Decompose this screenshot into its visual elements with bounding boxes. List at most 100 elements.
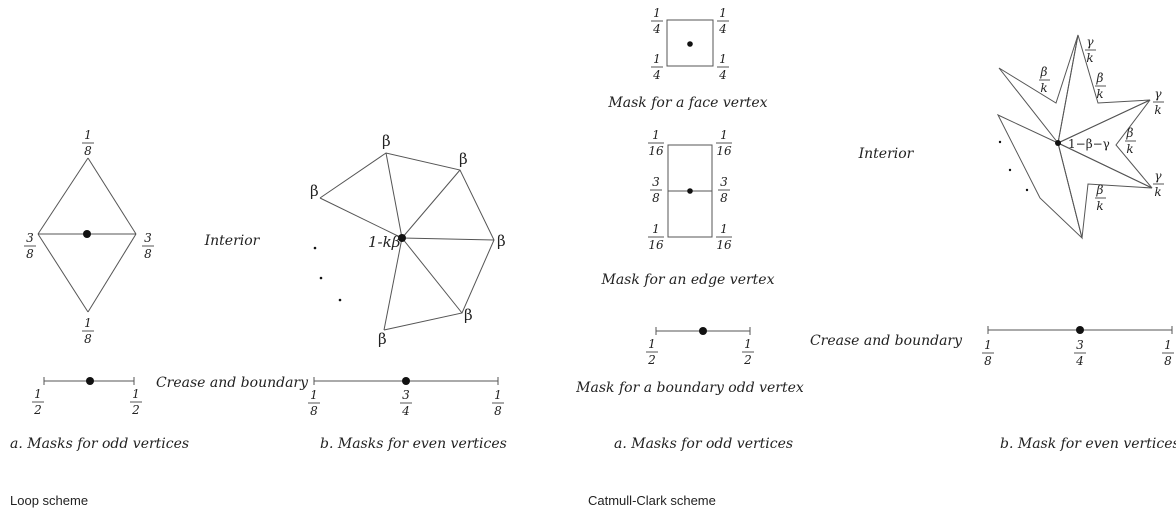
svg-text:1: 1 xyxy=(719,6,727,20)
svg-text:β: β xyxy=(1096,71,1104,85)
beta-over-k-3: β k xyxy=(1125,126,1136,156)
svg-text:8: 8 xyxy=(720,191,728,205)
beta-label: β xyxy=(310,182,319,200)
svg-text:16: 16 xyxy=(716,144,732,158)
svg-text:1: 1 xyxy=(84,316,92,330)
svg-text:8: 8 xyxy=(84,332,92,346)
frac-cc-right-1-8: 1 8 xyxy=(1162,338,1174,368)
svg-text:3: 3 xyxy=(652,175,660,189)
svg-text:1: 1 xyxy=(84,128,92,142)
loop-scheme-title: Loop scheme xyxy=(10,493,88,508)
svg-text:3: 3 xyxy=(26,231,34,245)
svg-text:3: 3 xyxy=(144,231,152,245)
cc-interior-label: Interior xyxy=(858,146,915,162)
beta-label: β xyxy=(464,306,473,324)
frac-even-left-1-8: 1 8 xyxy=(308,388,320,418)
svg-text:β: β xyxy=(1040,65,1048,79)
svg-text:1: 1 xyxy=(648,337,656,351)
cc-even-interior-mask xyxy=(996,34,1153,240)
svg-text:1: 1 xyxy=(652,128,660,142)
svg-text:16: 16 xyxy=(716,238,732,252)
frac-cc-left-1-8: 1 8 xyxy=(982,338,994,368)
frac-face-bl: 1 4 xyxy=(651,52,663,82)
svg-text:8: 8 xyxy=(310,404,318,418)
svg-text:1: 1 xyxy=(34,387,42,401)
svg-text:8: 8 xyxy=(984,354,992,368)
svg-text:k: k xyxy=(1154,185,1161,199)
svg-text:γ: γ xyxy=(1086,35,1094,49)
svg-text:16: 16 xyxy=(648,238,664,252)
svg-text:1: 1 xyxy=(652,222,660,236)
frac-face-tl: 1 4 xyxy=(651,6,663,36)
loop-even-caption: b. Masks for even vertices xyxy=(320,436,507,452)
boundary-odd-caption: Mask for a boundary odd vertex xyxy=(575,380,804,396)
svg-text:1: 1 xyxy=(310,388,318,402)
svg-text:8: 8 xyxy=(26,247,34,261)
beta-label: β xyxy=(497,232,506,250)
svg-text:16: 16 xyxy=(648,144,664,158)
beta-label: β xyxy=(382,132,391,150)
svg-text:4: 4 xyxy=(652,68,661,82)
frac-edge-bl-1-16: 1 16 xyxy=(648,222,664,252)
cc-odd-caption: a. Masks for odd vertices xyxy=(614,436,793,452)
frac-edge-tr-1-16: 1 16 xyxy=(716,128,732,158)
frac-edge-ml-3-8: 3 8 xyxy=(650,175,662,205)
svg-text:3: 3 xyxy=(402,388,410,402)
svg-text:k: k xyxy=(1040,81,1047,95)
svg-text:4: 4 xyxy=(652,22,661,36)
frac-edge-tl-1-16: 1 16 xyxy=(648,128,664,158)
svg-text:k: k xyxy=(1096,199,1103,213)
frac-left-3-8: 3 8 xyxy=(24,231,36,261)
frac-face-tr: 1 4 xyxy=(717,6,729,36)
cc-face-vertex-mask xyxy=(666,19,714,67)
frac-crease-left-1-2: 1 2 xyxy=(32,387,44,417)
frac-even-mid-3-4: 3 4 xyxy=(400,388,412,418)
frac-top-1-8: 1 8 xyxy=(82,128,94,158)
svg-text:1: 1 xyxy=(494,388,502,402)
svg-text:4: 4 xyxy=(401,404,410,418)
svg-text:2: 2 xyxy=(743,353,752,367)
svg-text:1: 1 xyxy=(653,52,661,66)
frac-crease-right-1-2: 1 2 xyxy=(130,387,142,417)
svg-text:k: k xyxy=(1126,142,1133,156)
loop-odd-interior-mask xyxy=(37,157,137,313)
svg-text:1: 1 xyxy=(984,338,992,352)
frac-edge-mr-3-8: 3 8 xyxy=(718,175,730,205)
svg-text:1: 1 xyxy=(719,52,727,66)
gamma-over-k-3: γ k xyxy=(1153,169,1164,199)
cc-edge-vertex-mask xyxy=(667,144,713,238)
gamma-over-k-1: γ k xyxy=(1085,35,1096,65)
face-vertex-caption: Mask for a face vertex xyxy=(607,95,767,111)
svg-text:8: 8 xyxy=(144,247,152,261)
cc-even-crease-mask xyxy=(987,326,1173,334)
cc-even-caption: b. Mask for even vertices xyxy=(1000,436,1176,452)
loop-crease-label: Crease and boundary xyxy=(156,375,309,391)
svg-text:k: k xyxy=(1086,51,1093,65)
beta-label: β xyxy=(378,330,387,348)
svg-text:4: 4 xyxy=(718,22,727,36)
gamma-over-k-2: γ k xyxy=(1153,87,1164,117)
frac-boundary-left-1-2: 1 2 xyxy=(646,337,658,367)
frac-cc-mid-3-4: 3 4 xyxy=(1074,338,1086,368)
edge-vertex-caption: Mask for an edge vertex xyxy=(600,272,774,288)
svg-text:β: β xyxy=(1126,126,1134,140)
frac-edge-br-1-16: 1 16 xyxy=(716,222,732,252)
svg-text:2: 2 xyxy=(33,403,42,417)
cc-boundary-odd-mask xyxy=(655,327,751,335)
frac-boundary-right-1-2: 1 2 xyxy=(742,337,754,367)
loop-odd-caption: a. Masks for odd vertices xyxy=(10,436,189,452)
cc-crease-label: Crease and boundary xyxy=(810,333,963,349)
svg-text:2: 2 xyxy=(647,353,656,367)
svg-text:β: β xyxy=(1096,183,1104,197)
svg-text:k: k xyxy=(1096,87,1103,101)
svg-text:γ: γ xyxy=(1154,87,1162,101)
loop-even-crease-mask xyxy=(313,377,499,385)
frac-bottom-1-8: 1 8 xyxy=(82,316,94,346)
frac-even-right-1-8: 1 8 xyxy=(492,388,504,418)
svg-text:8: 8 xyxy=(652,191,660,205)
frac-right-3-8: 3 8 xyxy=(142,231,154,261)
svg-text:3: 3 xyxy=(1076,338,1084,352)
svg-text:1: 1 xyxy=(720,128,728,142)
svg-text:1: 1 xyxy=(720,222,728,236)
